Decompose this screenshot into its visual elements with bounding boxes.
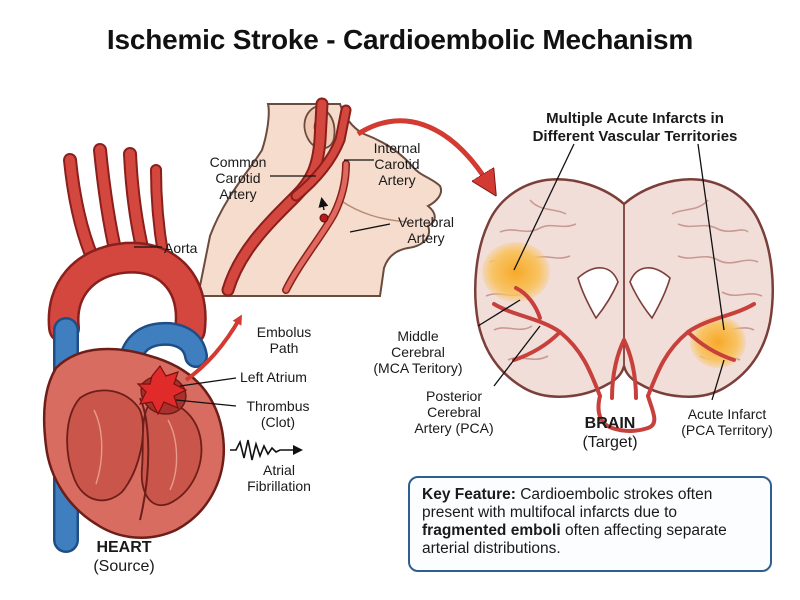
label-atrial-fibrillation: Atrial Fibrillation (236, 462, 322, 494)
page-title: Ischemic Stroke - Cardioembolic Mechanis… (106, 24, 694, 55)
infarct-right-pca (690, 316, 746, 368)
label-left-atrium: Left Atrium (240, 369, 307, 385)
heart-caption: HEART (Source) (64, 538, 184, 576)
label-internal-carotid: Internal Carotid Artery (362, 140, 432, 188)
key-feature-emphasis: fragmented emboli (422, 522, 561, 539)
label-line: Multiple Acute Infarcts in (546, 110, 724, 127)
label-line: Fibrillation (247, 478, 311, 494)
heart-caption-name: HEART (96, 539, 152, 556)
label-line: Thrombus (246, 398, 310, 414)
label-line: Artery (378, 172, 416, 188)
label-line: Cerebral (427, 404, 481, 420)
label-line: Artery (407, 230, 445, 246)
label-line: Posterior (425, 388, 483, 404)
key-feature-heading: Key Feature: (422, 486, 516, 503)
neck-to-brain-arrow (356, 118, 490, 186)
heart-illustration (42, 143, 225, 553)
label-line: Carotid (374, 156, 420, 172)
heart-caption-role: (Source) (93, 558, 155, 575)
heart-leader-lines (134, 246, 237, 407)
label-multiple-infarcts: Multiple Acute Infarcts in Different Vas… (500, 110, 770, 146)
brain-caption: BRAIN (Target) (560, 414, 660, 452)
label-line: Acute Infarct (687, 406, 767, 422)
label-line: Cerebral (391, 344, 445, 360)
neck-illustration (196, 97, 442, 297)
brain-caption-name: BRAIN (584, 415, 636, 432)
label-line: (MCA Teritory) (373, 360, 463, 376)
label-thrombus: Thrombus (Clot) (236, 398, 320, 430)
label-mca: Middle Cerebral (MCA Teritory) (358, 328, 478, 376)
label-line: Vertebral (397, 214, 455, 230)
label-line: Artery (PCA) (414, 420, 494, 436)
key-feature-text: Cardioembolic strokes often present with… (422, 486, 713, 521)
embolus-path-arrow (184, 314, 242, 382)
infarct-left-mca (482, 242, 550, 302)
brain-leader-lines (477, 143, 725, 401)
label-line: Embolus (256, 324, 312, 340)
label-aorta: Aorta (164, 240, 198, 256)
label-acute-infarct: Acute Infarct (PCA Territory) (668, 406, 786, 438)
label-embolus-path: Embolus Path (244, 324, 324, 356)
label-line: Atrial (263, 462, 295, 478)
label-line: Path (269, 340, 299, 356)
label-line: (Clot) (260, 414, 296, 430)
neck-leader-lines (270, 159, 391, 233)
brain-caption-role: (Target) (582, 434, 638, 451)
key-feature-box: Key Feature: Cardioembolic strokes often… (408, 476, 772, 572)
label-common-carotid: Common Carotid Artery (198, 154, 278, 202)
brain-illustration (474, 178, 774, 433)
label-vertebral: Vertebral Artery (386, 214, 466, 246)
label-line: Middle (397, 328, 439, 344)
label-line: Artery (219, 186, 257, 202)
label-line: Different Vascular Territories (532, 128, 738, 145)
key-feature-text-end: often affecting separate arterial distri… (422, 522, 727, 557)
label-line: (PCA Territory) (681, 422, 773, 438)
label-pca: Posterior Cerebral Artery (PCA) (402, 388, 506, 436)
atrial-fibrillation-wave (230, 439, 303, 461)
label-line: Internal (373, 140, 421, 156)
label-line: Common (209, 154, 267, 170)
label-line: Carotid (215, 170, 261, 186)
